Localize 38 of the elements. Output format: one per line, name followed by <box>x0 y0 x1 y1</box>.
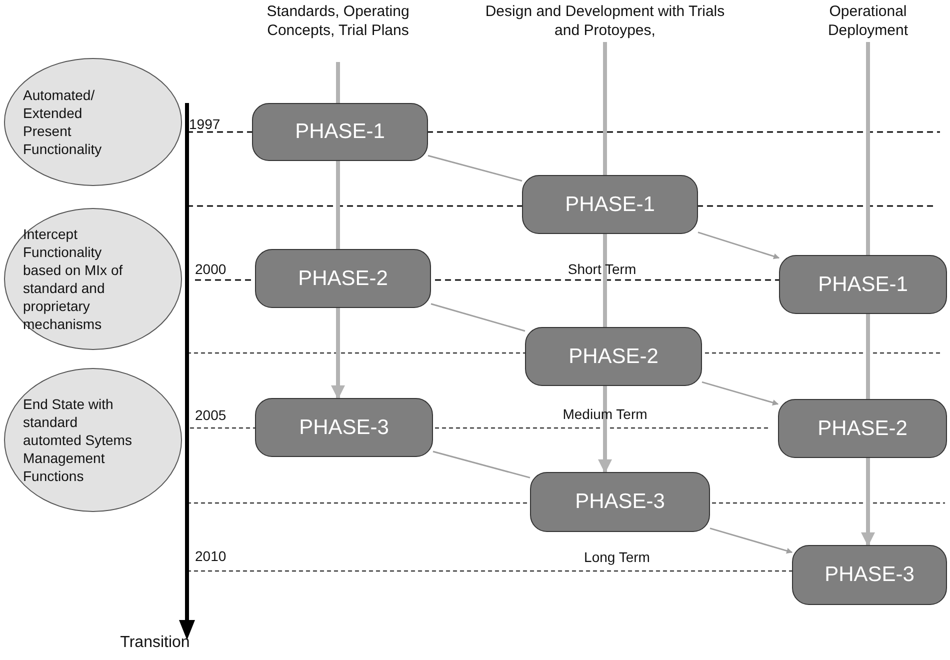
column-heading: Standards, Operating Concepts, Trial Plans <box>266 2 410 40</box>
phase-label: PHASE-1 <box>565 192 655 216</box>
connector-arrow <box>698 232 780 260</box>
phase-box <box>522 175 698 234</box>
column-heading: Operational Deployment <box>826 2 910 40</box>
phase-box <box>255 249 431 308</box>
phase-label: PHASE-1 <box>818 272 908 296</box>
connector-arrow <box>710 528 793 554</box>
phase-label: PHASE-2 <box>298 266 388 290</box>
phase-box <box>792 545 947 605</box>
phase-label: PHASE-3 <box>824 563 914 587</box>
timeline-label: 2010 <box>195 548 226 564</box>
phase-box <box>255 398 433 457</box>
connector-arrow <box>702 381 779 406</box>
phase-label: PHASE-2 <box>818 416 908 440</box>
connector-arrow <box>598 386 612 474</box>
timeline-label: Long Term <box>584 549 650 565</box>
phase-box <box>778 399 947 458</box>
phase-label: PHASE-1 <box>295 120 385 144</box>
axis-label: Transition <box>120 634 190 652</box>
phase-box <box>779 255 947 314</box>
phase-box <box>530 472 710 532</box>
stage-description: Intercept Functionality based on MIx of standard and proprietary mechanisms <box>23 225 124 333</box>
phase-label: PHASE-2 <box>568 344 658 368</box>
phase-label: PHASE-3 <box>575 490 665 514</box>
phase-box <box>252 103 428 161</box>
timeline-label: 1997 <box>189 116 220 132</box>
stage-description: End State with standard automted Sytems Management Functions <box>23 395 133 485</box>
connector-arrow <box>861 458 875 546</box>
timeline-label: 2005 <box>195 407 226 423</box>
timeline-label: Medium Term <box>562 406 648 422</box>
connector-arrow <box>331 308 345 400</box>
phase-box <box>525 327 702 386</box>
column-heading: Design and Development with Trials and Protoypes, <box>485 2 725 40</box>
timeline-label: Short Term <box>568 261 636 277</box>
stage-description: Automated/ Extended Present Functionality <box>23 86 103 158</box>
phase-label: PHASE-3 <box>299 416 389 440</box>
timeline-label: 2000 <box>195 261 226 277</box>
